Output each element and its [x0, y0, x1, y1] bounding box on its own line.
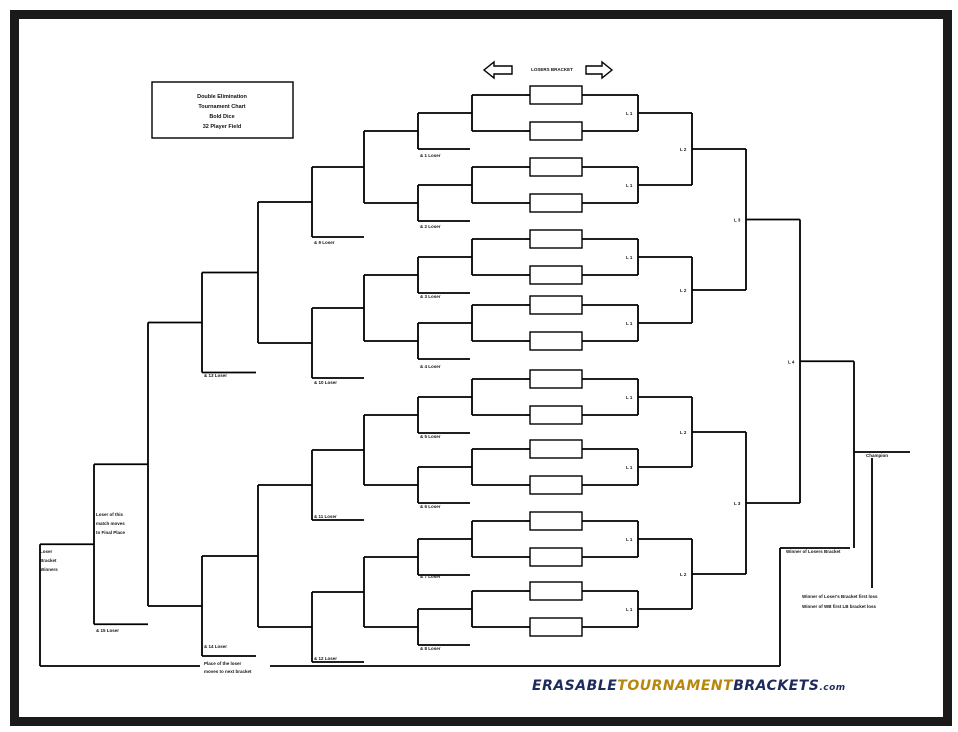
seed-label: & 8 Loser — [420, 646, 441, 651]
match-box — [529, 193, 583, 213]
round-label: L 1 — [626, 255, 633, 260]
seed-label: & 1 Loser — [420, 153, 441, 158]
match-box — [529, 511, 583, 531]
right-notes: Winner of Losers Bracket Winner of Loser… — [786, 453, 888, 609]
seed-label: & 2 Loser — [420, 224, 441, 229]
right-arrow-icon — [585, 60, 614, 80]
seed-label: & 3 Loser — [420, 294, 441, 299]
brand-logo: ERASABLETOURNAMENTBRACKETS.com — [532, 678, 846, 694]
right-label-winner: Winner of Losers Bracket — [786, 549, 841, 554]
side-note-3: to Final Place — [96, 530, 126, 535]
title-line-2: Tournament Chart — [198, 104, 245, 110]
center-boxes — [526, 85, 583, 637]
seed-label: & 12 Loser — [314, 656, 337, 661]
final-label: Champion — [866, 453, 888, 458]
seed-label: & 4 Loser — [420, 364, 441, 369]
left-note-2: Bracket — [40, 558, 57, 563]
round-label: L 3 — [734, 218, 741, 223]
match-box — [529, 157, 583, 177]
seed-label: & 14 Loser — [204, 644, 227, 649]
title-box: Double Elimination Tournament Chart Bold… — [151, 81, 294, 139]
match-box — [529, 295, 583, 315]
header-arrows: LOSERS BRACKET — [482, 60, 614, 80]
match-box — [529, 581, 583, 601]
side-note-2: match moves — [96, 521, 125, 526]
left-bracket: & 1 Loser & 2 Loser & 3 Loser & 4 Loser & 5 … — [39, 94, 850, 667]
round-label: L 1 — [626, 321, 633, 326]
match-box — [529, 121, 583, 141]
right-bracket: L 1 L 1 L 1 L 1 L 1 L 1 L 1 L 1 L 2 L 2 L 2 L 2 L 3 L… — [582, 94, 910, 628]
brand-part-2: TOURNAMENT — [617, 678, 734, 694]
match-box — [529, 405, 583, 425]
round-label: L 1 — [626, 537, 633, 542]
round-label: L 3 — [734, 501, 741, 506]
brand-part-3: BRACKETS — [733, 678, 819, 694]
round-label: L 2 — [680, 572, 687, 577]
title-line-1: Double Elimination — [197, 94, 247, 100]
round-label: L 2 — [680, 147, 687, 152]
round-label: L 1 — [626, 465, 633, 470]
round-label: L 1 — [626, 607, 633, 612]
seed-label: & 13 Loser — [204, 373, 227, 378]
match-box — [529, 229, 583, 249]
round-label: L 1 — [626, 111, 633, 116]
round-label: L 1 — [626, 395, 633, 400]
match-box — [529, 265, 583, 285]
side-note-1: Loser of this — [96, 512, 123, 517]
match-box — [529, 331, 583, 351]
match-box — [529, 369, 583, 389]
svg-text:ERASABLETOURNAMENTBRACKETS.com: ERASABLETOURNAMENTBRACKETS.com — [532, 678, 846, 694]
right-note-1: Winner of Loser's Bracket first loss — [802, 594, 878, 599]
round-label: L 2 — [680, 288, 687, 293]
seed-label: & 6 Loser — [420, 504, 441, 509]
match-box — [529, 85, 583, 105]
bottom-left-note-1: Place of the loser — [204, 661, 242, 666]
match-box — [529, 475, 583, 495]
left-note-3: Winners — [40, 567, 58, 572]
round-label: L 2 — [680, 430, 687, 435]
seed-label: & 5 Loser — [420, 434, 441, 439]
match-box — [529, 439, 583, 459]
brand-part-4: .com — [819, 683, 845, 693]
bottom-left-note-2: moves to next bracket — [204, 669, 252, 674]
title-line-3: Bold Dice — [209, 114, 234, 120]
seed-label: & 9 Loser — [314, 240, 335, 245]
seed-label: & 10 Loser — [314, 380, 337, 385]
brand-part-1: ERASABLE — [532, 678, 617, 694]
title-line-4: 32 Player Field — [203, 124, 242, 130]
left-arrow-icon — [482, 60, 513, 80]
left-notes: Loser Bracket Winners Loser of this matc… — [40, 512, 252, 674]
round-label: L 1 — [626, 183, 633, 188]
header-label: LOSERS BRACKET — [531, 67, 573, 72]
seed-label: & 11 Loser — [314, 514, 337, 519]
round-label: L 4 — [788, 359, 795, 364]
seed-label: & 15 Loser — [96, 628, 119, 633]
match-box — [529, 617, 583, 637]
seed-label: & 7 Loser — [420, 574, 441, 579]
left-note-1: Loser — [40, 549, 53, 554]
right-note-2: Winner of WB first LB bracket loss — [802, 604, 876, 609]
match-box — [529, 547, 583, 567]
